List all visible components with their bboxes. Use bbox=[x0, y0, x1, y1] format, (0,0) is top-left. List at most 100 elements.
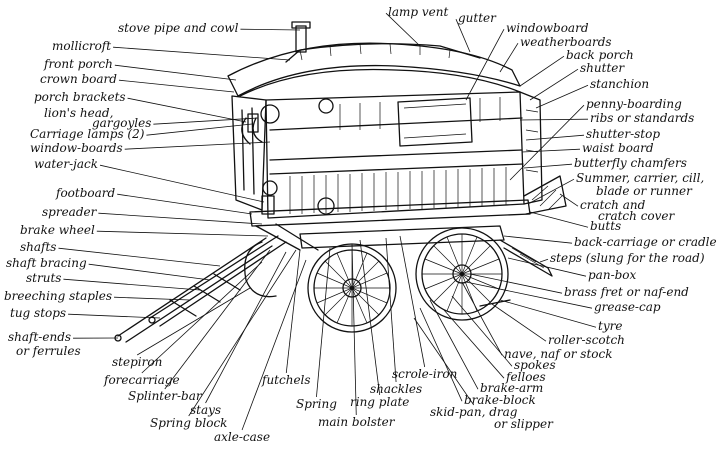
label-weatherboards: weatherboards bbox=[520, 35, 612, 49]
leader-spokes bbox=[451, 295, 513, 367]
label-back-carriage: back-carriage or cradle bbox=[574, 235, 717, 249]
leader-butts bbox=[529, 211, 589, 228]
leader-struts bbox=[63, 278, 201, 291]
leader-stove-pipe-and-cowl bbox=[240, 28, 301, 31]
label-shackles: shackles bbox=[370, 382, 423, 396]
leader-skid-pan bbox=[413, 317, 475, 406]
label-futchels: futchels bbox=[262, 373, 311, 387]
leader-footboard bbox=[117, 193, 253, 215]
label-axle-case: axle-case bbox=[214, 430, 271, 444]
label-shutter: shutter bbox=[580, 61, 625, 75]
leader-gutter bbox=[455, 19, 471, 53]
leader-steps bbox=[539, 258, 549, 263]
leader-waist-board bbox=[521, 148, 581, 153]
label-skid-pan: skid-pan, drag bbox=[430, 405, 518, 419]
label-or-slipper: or slipper bbox=[494, 417, 553, 431]
leader-futchels bbox=[285, 249, 301, 374]
label-front-porch: front porch bbox=[44, 57, 113, 71]
label-crown-board: crown board bbox=[40, 72, 117, 86]
label-blade-or-runner: blade or runner bbox=[596, 184, 692, 198]
label-tyre: tyre bbox=[598, 319, 623, 333]
leader-weatherboards bbox=[499, 42, 519, 73]
leader-shutter-stop bbox=[525, 134, 585, 141]
leader-brake-block bbox=[419, 307, 463, 402]
label-lamp-vent: lamp vent bbox=[388, 5, 449, 19]
label-forecarriage: forecarriage bbox=[104, 373, 180, 387]
label-waist-board: waist board bbox=[582, 141, 654, 155]
leader-tyre bbox=[499, 299, 597, 328]
label-felloes: felloes bbox=[506, 370, 546, 384]
label-pan-box: pan-box bbox=[588, 268, 637, 282]
label-cratch-cover: cratch cover bbox=[598, 209, 675, 223]
label-scrole-iron: scrole-iron bbox=[392, 367, 458, 381]
leader-back-porch bbox=[519, 55, 565, 87]
rear-wheel bbox=[415, 227, 509, 321]
label-shaft-bracing: shaft bracing bbox=[6, 256, 87, 270]
leader-window-boards bbox=[124, 141, 271, 150]
label-steps: steps (slung for the road) bbox=[550, 251, 705, 265]
leader-lamp-vent bbox=[385, 12, 421, 47]
label-butts: butts bbox=[590, 219, 622, 233]
leader-summer-carrier bbox=[527, 178, 575, 205]
front-wheel bbox=[307, 243, 397, 333]
steps bbox=[479, 239, 553, 307]
label-shutter-stop: shutter-stop bbox=[586, 127, 661, 141]
label-spring: Spring bbox=[296, 397, 337, 411]
shafts bbox=[114, 235, 287, 343]
label-shafts: shafts bbox=[20, 240, 57, 254]
label-stays: stays bbox=[190, 403, 222, 417]
leader-ring-plate bbox=[359, 239, 381, 396]
leader-scrole-iron bbox=[399, 235, 426, 368]
leader-brake-arm bbox=[429, 299, 479, 390]
leader-forecarriage bbox=[141, 261, 263, 374]
leader-carriage-lamps bbox=[146, 123, 253, 136]
label-spreader: spreader bbox=[42, 205, 97, 219]
label-penny-boarding: penny-boarding bbox=[586, 97, 682, 111]
leader-roller-scotch bbox=[491, 303, 547, 342]
label-porch-brackets: porch brackets bbox=[34, 90, 126, 104]
leader-mollicroft bbox=[113, 46, 291, 61]
leader-ribs-or-standards bbox=[519, 118, 589, 121]
leader-brake-wheel bbox=[96, 230, 269, 237]
leader-stanchion bbox=[535, 84, 589, 109]
label-stove-pipe-and-cowl: stove pipe and cowl bbox=[118, 21, 239, 35]
label-brake-block: brake-block bbox=[464, 393, 536, 407]
leader-porch-brackets bbox=[127, 97, 247, 123]
label-nave-naf-or-stock: nave, naf or stock bbox=[504, 347, 613, 361]
label-brake-wheel: brake wheel bbox=[20, 223, 95, 237]
leader-front-porch bbox=[114, 64, 237, 81]
label-cratch-and: cratch and bbox=[580, 198, 646, 212]
label-spring-block: Spring block bbox=[150, 416, 228, 430]
label-window-boards: window-boards bbox=[30, 141, 123, 155]
leader-grease-cap bbox=[465, 281, 593, 309]
leader-main-bolster bbox=[351, 243, 357, 416]
leader-crown-board bbox=[118, 79, 235, 93]
label-grease-cap: grease-cap bbox=[594, 300, 661, 314]
leader-windowboard bbox=[465, 29, 505, 101]
label-summer-carrier: Summer, carrier, cill, bbox=[576, 171, 705, 185]
label-ribs-or-standards: ribs or standards bbox=[590, 111, 695, 125]
label-spokes: spokes bbox=[514, 358, 556, 372]
label-or-ferrules: or ferrules bbox=[16, 344, 81, 358]
wagon-body bbox=[227, 21, 567, 251]
leader-stepiron bbox=[136, 287, 251, 356]
label-breeching-staples: breeching staples bbox=[4, 289, 113, 303]
leader-felloes bbox=[443, 309, 505, 379]
leader-lines bbox=[58, 12, 597, 431]
label-water-jack: water-jack bbox=[34, 157, 99, 171]
label-main-bolster: main bolster bbox=[318, 415, 395, 429]
leader-brass-fret bbox=[469, 273, 563, 294]
label-carriage-lamps: Carriage lamps (2) bbox=[30, 127, 145, 141]
label-gutter: gutter bbox=[458, 11, 496, 25]
leader-spring-block bbox=[188, 249, 297, 417]
label-back-porch: back porch bbox=[566, 48, 634, 62]
leader-spreader bbox=[98, 212, 263, 225]
leader-nave-naf-or-stock bbox=[461, 281, 503, 356]
label-splinter-bar: Splinter-bar bbox=[128, 389, 202, 403]
leader-gargoyles bbox=[153, 117, 259, 125]
leader-shackles bbox=[385, 237, 397, 383]
label-brass-fret: brass fret or naf-end bbox=[564, 285, 689, 299]
label-footboard: footboard bbox=[56, 186, 116, 200]
leader-butterfly-chamfers bbox=[523, 163, 573, 169]
